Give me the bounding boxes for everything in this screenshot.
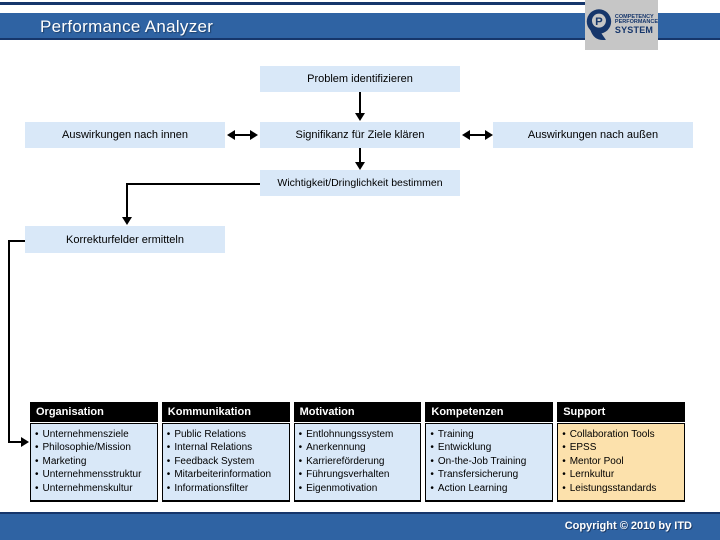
table-item: Feedback System: [167, 455, 287, 468]
table-column-items: EntlohnungssystemAnerkennungKarriereförd…: [293, 423, 422, 503]
table-column-kompetenzen: KompetenzenTrainingEntwicklungOn-the-Job…: [425, 402, 554, 503]
table-item: On-the-Job Training: [430, 455, 550, 468]
connector-elbow2-top-line: [8, 240, 25, 242]
table-item: Internal Relations: [167, 441, 287, 454]
table-column-header: Organisation: [30, 402, 158, 422]
connector-sig-outer-line: [469, 134, 486, 136]
table-column-header: Kommunikation: [161, 402, 290, 422]
arrowhead-down-icon: [355, 113, 365, 121]
table-column-motivation: MotivationEntlohnungssystemAnerkennungKa…: [293, 402, 422, 503]
flow-box-signifikanz: Signifikanz für Ziele klären: [260, 122, 460, 148]
arrowhead-down-icon: [355, 162, 365, 170]
connector-problem-down-line: [359, 92, 361, 114]
logo-p-icon: P: [586, 9, 612, 41]
flow-box-auswirkungen-innen: Auswirkungen nach innen: [25, 122, 225, 148]
connector-elbow2-v-line: [8, 240, 10, 443]
connector-elbow1-h-line: [126, 183, 260, 185]
table-column-items: TrainingEntwicklungOn-the-Job TrainingTr…: [425, 423, 554, 503]
copyright-text: Copyright © 2010 by ITD: [564, 520, 692, 532]
table-item: Action Learning: [430, 482, 550, 495]
table-item: Training: [430, 428, 550, 441]
arrowhead-left-icon: [462, 130, 470, 140]
table-item: Public Relations: [167, 428, 287, 441]
top-accent-strip: [0, 2, 585, 5]
table-item: Informationsfilter: [167, 482, 287, 495]
table-column-support: SupportCollaboration ToolsEPSSMentor Poo…: [557, 402, 685, 503]
arrowhead-right-icon: [250, 130, 258, 140]
table-column-header: Support: [557, 402, 685, 422]
connector-elbow1-v-line: [126, 183, 128, 218]
flow-box-wichtigkeit: Wichtigkeit/Dringlichkeit bestimmen: [260, 170, 460, 196]
footer-bar: Copyright © 2010 by ITD: [0, 512, 720, 540]
table-item: Leistungsstandards: [562, 482, 682, 495]
table-column-kommunikation: KommunikationPublic RelationsInternal Re…: [161, 402, 290, 503]
table-column-header: Motivation: [293, 402, 422, 422]
table-column-items: Public RelationsInternal RelationsFeedba…: [161, 423, 290, 503]
table-item: Unternehmensstruktur: [35, 468, 155, 481]
table-item: Mentor Pool: [562, 455, 682, 468]
table-item: Anerkennung: [299, 441, 419, 454]
page-title: Performance Analyzer: [40, 17, 214, 36]
logo-line-2: PERFORMANCE: [614, 19, 658, 26]
arrowhead-left-icon: [227, 130, 235, 140]
table-item: Karriereförderung: [299, 455, 419, 468]
table-item: Transfersicherung: [430, 468, 550, 481]
logo: P COMPETENCY PERFORMANCE SYSTEM: [585, 0, 658, 50]
table-item: Collaboration Tools: [562, 428, 682, 441]
logo-text: COMPETENCY PERFORMANCE SYSTEM: [614, 13, 658, 36]
table-column-organisation: OrganisationUnternehmenszielePhilosophie…: [30, 402, 158, 503]
logo-line-3: SYSTEM: [614, 25, 654, 36]
table-item: Führungsverhalten: [299, 468, 419, 481]
table-item: Entlohnungssystem: [299, 428, 419, 441]
arrowhead-right-icon: [21, 437, 29, 447]
table-column-header: Kompetenzen: [425, 402, 554, 422]
table-item: Unternehmenskultur: [35, 482, 155, 495]
flow-box-korrekturfelder: Korrekturfelder ermitteln: [25, 226, 225, 253]
table-item: Entwicklung: [430, 441, 550, 454]
connector-sig-down-line: [359, 148, 361, 163]
flow-box-auswirkungen-aussen: Auswirkungen nach außen: [493, 122, 693, 148]
matrix-table: OrganisationUnternehmenszielePhilosophie…: [30, 402, 685, 503]
table-item: Eigenmotivation: [299, 482, 419, 495]
flow-box-problem: Problem identifizieren: [260, 66, 460, 92]
table-item: EPSS: [562, 441, 682, 454]
connector-inner-sig-line: [234, 134, 251, 136]
table-column-items: Collaboration ToolsEPSSMentor PoolLernku…: [557, 423, 685, 503]
table-column-items: UnternehmenszielePhilosophie/MissionMark…: [30, 423, 158, 503]
svg-text:P: P: [595, 16, 603, 28]
table-item: Unternehmensziele: [35, 428, 155, 441]
table-item: Marketing: [35, 455, 155, 468]
arrowhead-right-icon: [485, 130, 493, 140]
connector-elbow2-bottom-line: [8, 441, 22, 443]
table-item: Lernkultur: [562, 468, 682, 481]
logo-line-1: COMPETENCY: [614, 13, 654, 20]
arrowhead-down-icon: [122, 217, 132, 225]
table-item: Mitarbeiterinformation: [167, 468, 287, 481]
table-item: Philosophie/Mission: [35, 441, 155, 454]
